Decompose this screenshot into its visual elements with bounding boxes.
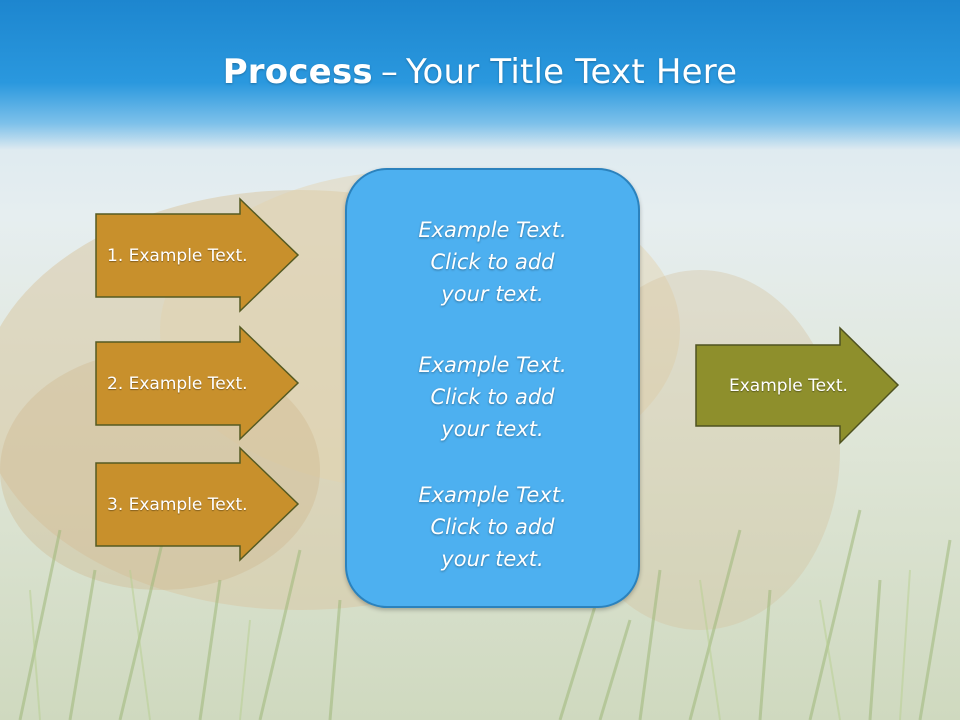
arrow-shape-icon [95, 446, 300, 562]
right-arrow-label: Example Text. [729, 376, 848, 396]
center-text-box[interactable]: Example Text. Click to add your text. Ex… [345, 168, 640, 608]
paragraph-line: Click to add [430, 250, 555, 274]
header-band [0, 0, 960, 150]
paragraph-line: your text. [441, 547, 544, 571]
title-bold: Process [222, 52, 373, 92]
title-separator: – [380, 52, 399, 92]
paragraph-line: Example Text. [418, 483, 567, 507]
paragraph-line: Click to add [430, 385, 555, 409]
paragraph-line: Example Text. [418, 218, 567, 242]
center-paragraph-3: Example Text. Click to add your text. [347, 479, 638, 575]
arrow-shape-icon [95, 325, 300, 441]
center-paragraph-2: Example Text. Click to add your text. [347, 349, 638, 445]
left-arrow-3[interactable]: 3. Example Text. [95, 446, 300, 562]
paragraph-line: your text. [441, 282, 544, 306]
left-arrow-2-label: 2. Example Text. [107, 373, 248, 394]
paragraph-line: Click to add [430, 515, 555, 539]
paragraph-line: your text. [441, 417, 544, 441]
slide-title: Process–Your Title Text Here [0, 52, 960, 92]
center-paragraph-1: Example Text. Click to add your text. [347, 214, 638, 310]
left-arrow-1[interactable]: 1. Example Text. [95, 197, 300, 313]
arrow-shape-icon [95, 197, 300, 313]
paragraph-line: Example Text. [418, 353, 567, 377]
left-arrow-3-label: 3. Example Text. [107, 494, 248, 515]
left-arrow-1-label: 1. Example Text. [107, 245, 248, 266]
arrow-shape-icon [695, 326, 900, 445]
title-rest: Your Title Text Here [406, 52, 738, 92]
right-arrow[interactable]: Example Text. [695, 326, 900, 445]
left-arrow-2[interactable]: 2. Example Text. [95, 325, 300, 441]
